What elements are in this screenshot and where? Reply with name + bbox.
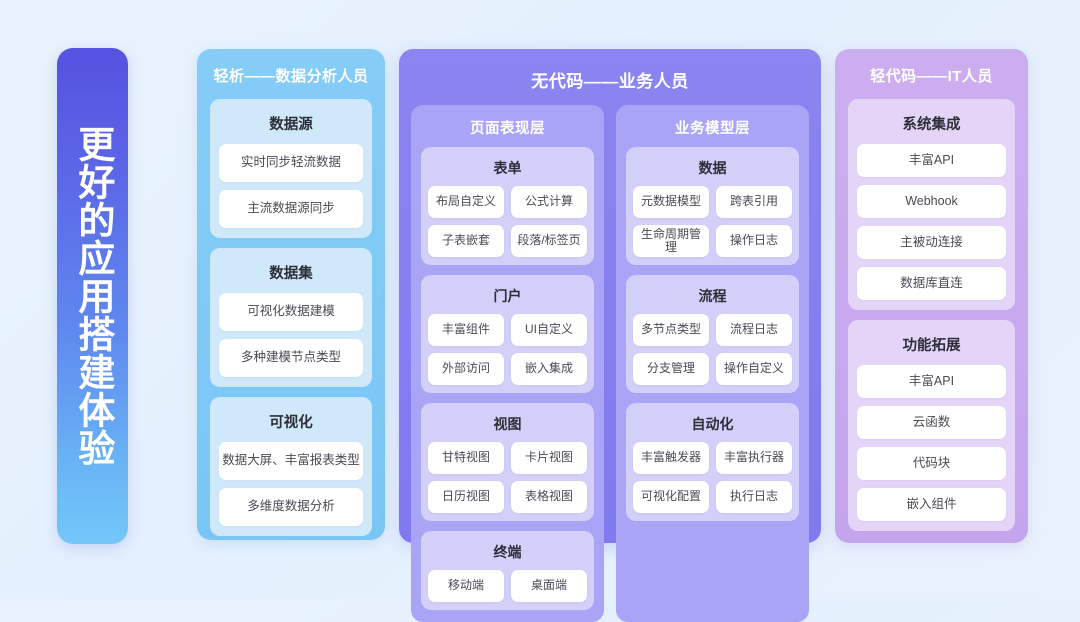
feature-pill[interactable]: 公式计算: [511, 186, 587, 218]
feature-pill[interactable]: 操作自定义: [716, 353, 792, 385]
feature-pill[interactable]: 流程日志: [716, 314, 792, 346]
feature-pill[interactable]: 可视化数据建模: [219, 293, 363, 331]
feature-pill[interactable]: 跨表引用: [716, 186, 792, 218]
group-automation: 自动化 丰富触发器 丰富执行器 可视化配置 执行日志: [626, 403, 799, 521]
feature-pill[interactable]: 外部访问: [428, 353, 504, 385]
subpanel-title: 业务模型层: [675, 121, 750, 137]
subpanel-presentation-layer: 页面表现层 表单 布局自定义 公式计算 子表嵌套 段落/标签页 门户 丰富组件 …: [411, 105, 604, 622]
feature-pill[interactable]: UI自定义: [511, 314, 587, 346]
feature-pill[interactable]: 代码块: [857, 447, 1006, 480]
group-data: 数据 元数据模型 跨表引用 生命周期管理 操作日志: [626, 147, 799, 265]
feature-pill[interactable]: 多种建模节点类型: [219, 339, 363, 377]
feature-pill[interactable]: 布局自定义: [428, 186, 504, 218]
column-analysis-title: 轻析——数据分析人员: [213, 68, 369, 85]
column-lowcode: 轻代码——IT人员 系统集成 丰富API Webhook 主被动连接 数据库直连…: [835, 49, 1028, 543]
feature-pill[interactable]: 嵌入组件: [857, 488, 1006, 521]
hero-banner: 更好的应用搭建体验: [57, 48, 128, 544]
group-title: 可视化: [269, 415, 313, 431]
group-items: 移动端 桌面端: [428, 570, 587, 602]
feature-pill[interactable]: 云函数: [857, 406, 1006, 439]
feature-pill[interactable]: 丰富API: [857, 144, 1006, 177]
feature-pill[interactable]: 段落/标签页: [511, 225, 587, 257]
group-view: 视图 甘特视图 卡片视图 日历视图 表格视图: [421, 403, 594, 521]
group-items: 甘特视图 卡片视图 日历视图 表格视图: [428, 442, 587, 513]
feature-pill[interactable]: 可视化配置: [633, 481, 709, 513]
group-system-integration: 系统集成 丰富API Webhook 主被动连接 数据库直连: [848, 99, 1015, 310]
feature-pill[interactable]: 丰富API: [857, 365, 1006, 398]
feature-pill[interactable]: 丰富触发器: [633, 442, 709, 474]
group-title: 流程: [698, 288, 727, 304]
feature-pill[interactable]: 元数据模型: [633, 186, 709, 218]
group-data-source: 数据源 实时同步轻流数据 主流数据源同步: [210, 99, 372, 238]
infographic-canvas: 更好的应用搭建体验 轻析——数据分析人员 数据源 实时同步轻流数据 主流数据源同…: [57, 48, 1028, 622]
feature-pill[interactable]: 多节点类型: [633, 314, 709, 346]
group-title: 数据源: [269, 117, 313, 133]
group-title: 系统集成: [902, 117, 961, 133]
feature-pill[interactable]: 操作日志: [716, 225, 792, 257]
group-items: 丰富API Webhook 主被动连接 数据库直连: [857, 144, 1006, 300]
feature-pill[interactable]: 移动端: [428, 570, 504, 602]
group-title: 数据集: [269, 266, 313, 282]
group-title: 表单: [493, 160, 522, 176]
column-lowcode-title: 轻代码——IT人员: [870, 68, 993, 85]
feature-pill[interactable]: 表格视图: [511, 481, 587, 513]
feature-pill[interactable]: 日历视图: [428, 481, 504, 513]
group-title: 自动化: [691, 416, 734, 432]
column-nocode: 无代码——业务人员 页面表现层 表单 布局自定义 公式计算 子表嵌套 段落/标签…: [399, 49, 821, 622]
column-lowcode-body: 系统集成 丰富API Webhook 主被动连接 数据库直连 功能拓展 丰富AP…: [848, 86, 1015, 531]
feature-pill[interactable]: 卡片视图: [511, 442, 587, 474]
hero-banner-title: 更好的应用搭建体验: [72, 125, 114, 467]
group-items: 丰富API 云函数 代码块 嵌入组件: [857, 365, 1006, 521]
nocode-subpanels: 页面表现层 表单 布局自定义 公式计算 子表嵌套 段落/标签页 门户 丰富组件 …: [411, 105, 809, 622]
column-nocode-title: 无代码——业务人员: [531, 72, 689, 91]
group-title: 数据: [698, 160, 727, 176]
group-items: 元数据模型 跨表引用 生命周期管理 操作日志: [633, 186, 792, 257]
feature-pill[interactable]: 丰富执行器: [716, 442, 792, 474]
subpanel-title: 页面表现层: [470, 121, 545, 137]
group-items: 实时同步轻流数据 主流数据源同步: [219, 144, 363, 228]
group-visualization: 可视化 数据大屏、丰富报表类型 多维度数据分析: [210, 397, 372, 536]
group-items: 丰富触发器 丰富执行器 可视化配置 执行日志: [633, 442, 792, 513]
feature-pill[interactable]: 数据大屏、丰富报表类型: [219, 442, 363, 480]
group-items: 多节点类型 流程日志 分支管理 操作自定义: [633, 314, 792, 385]
feature-pill[interactable]: 丰富组件: [428, 314, 504, 346]
group-title: 功能拓展: [902, 338, 961, 354]
feature-pill[interactable]: 主被动连接: [857, 226, 1006, 259]
group-portal: 门户 丰富组件 UI自定义 外部访问 嵌入集成: [421, 275, 594, 393]
group-function-extension: 功能拓展 丰富API 云函数 代码块 嵌入组件: [848, 320, 1015, 531]
feature-pill[interactable]: 主流数据源同步: [219, 190, 363, 228]
feature-pill[interactable]: 桌面端: [511, 570, 587, 602]
group-title: 终端: [493, 544, 522, 560]
group-title: 视图: [493, 416, 522, 432]
group-items: 可视化数据建模 多种建模节点类型: [219, 293, 363, 377]
group-form: 表单 布局自定义 公式计算 子表嵌套 段落/标签页: [421, 147, 594, 265]
group-items: 布局自定义 公式计算 子表嵌套 段落/标签页: [428, 186, 587, 257]
group-terminal: 终端 移动端 桌面端: [421, 531, 594, 610]
group-items: 丰富组件 UI自定义 外部访问 嵌入集成: [428, 314, 587, 385]
feature-pill[interactable]: 数据库直连: [857, 267, 1006, 300]
feature-pill[interactable]: 实时同步轻流数据: [219, 144, 363, 182]
column-analysis-body: 数据源 实时同步轻流数据 主流数据源同步 数据集 可视化数据建模 多种建模节点类…: [210, 86, 372, 536]
feature-pill[interactable]: 子表嵌套: [428, 225, 504, 257]
feature-pill[interactable]: 生命周期管理: [633, 225, 709, 257]
subpanel-business-model-layer: 业务模型层 数据 元数据模型 跨表引用 生命周期管理 操作日志 流程 多节点类型…: [616, 105, 809, 622]
feature-pill[interactable]: Webhook: [857, 185, 1006, 218]
group-workflow: 流程 多节点类型 流程日志 分支管理 操作自定义: [626, 275, 799, 393]
group-title: 门户: [493, 288, 522, 304]
group-dataset: 数据集 可视化数据建模 多种建模节点类型: [210, 248, 372, 387]
feature-pill[interactable]: 多维度数据分析: [219, 488, 363, 526]
column-analysis: 轻析——数据分析人员 数据源 实时同步轻流数据 主流数据源同步 数据集 可视化数…: [197, 49, 385, 540]
feature-pill[interactable]: 甘特视图: [428, 442, 504, 474]
feature-pill[interactable]: 执行日志: [716, 481, 792, 513]
feature-pill[interactable]: 分支管理: [633, 353, 709, 385]
group-items: 数据大屏、丰富报表类型 多维度数据分析: [219, 442, 363, 526]
feature-pill[interactable]: 嵌入集成: [511, 353, 587, 385]
